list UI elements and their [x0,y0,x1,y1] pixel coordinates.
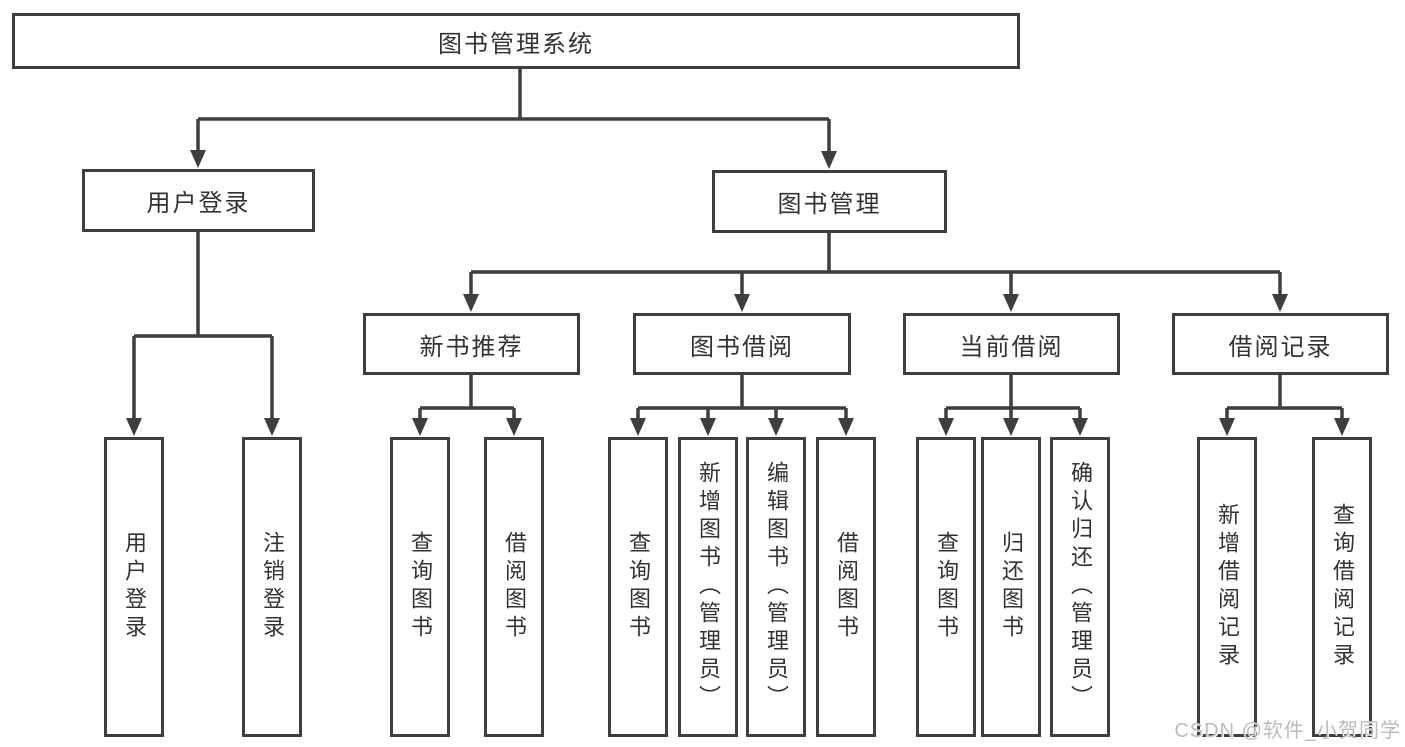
node-borrow-records: 借阅记录 [1172,313,1389,375]
connector-user-login-branch [126,232,280,436]
node-leaf-add-borrow-record: 新增借阅记录 [1197,437,1257,737]
node-leaf-logout: 注销登录 [242,437,302,737]
node-leaf-borrow-books: 借阅图书 [816,437,876,737]
arrowhead-icon [838,418,854,436]
node-leaf-confirm-return-admin: 确认归还（管理员） [1050,437,1110,737]
arrowhead-icon [768,418,784,436]
arrowhead-icon [1003,418,1019,436]
node-leaf-query-books-current: 查询图书 [916,437,976,737]
connector-root-to-level2 [190,69,837,169]
connector-records-children [1219,375,1350,436]
arrowhead-icon [821,151,837,169]
node-leaf-query-borrow-record: 查询借阅记录 [1312,437,1372,737]
node-new-book-recommend: 新书推荐 [363,313,580,375]
arrowhead-icon [1072,418,1088,436]
arrowhead-icon [264,418,280,436]
node-leaf-edit-books-admin: 编辑图书（管理员） [746,437,806,737]
arrowhead-icon [630,418,646,436]
node-current-borrow: 当前借阅 [903,313,1120,375]
arrowhead-icon [190,150,206,168]
connector-newbook-children [412,375,522,436]
arrowhead-icon [463,294,479,312]
arrowhead-icon [700,418,716,436]
node-leaf-query-books-recommend: 查询图书 [390,437,450,737]
arrowhead-icon [1272,294,1288,312]
node-leaf-borrow-books-recommend: 借阅图书 [484,437,544,737]
node-leaf-return-books: 归还图书 [981,437,1041,737]
arrowhead-icon [126,418,142,436]
csdn-watermark: CSDN @软件_小贺同学 [1174,720,1401,742]
node-leaf-user-login: 用户登录 [104,437,164,737]
arrowhead-icon [1003,294,1019,312]
connector-borrow-children [630,375,854,436]
node-leaf-query-books-borrow: 查询图书 [608,437,668,737]
node-user-login-module: 用户登录 [82,169,315,232]
node-book-borrow: 图书借阅 [633,313,851,375]
node-root-system: 图书管理系统 [12,13,1020,69]
connector-current-children [938,375,1088,436]
arrowhead-icon [1334,418,1350,436]
arrowhead-icon [412,418,428,436]
arrowhead-icon [506,418,522,436]
node-book-management-module: 图书管理 [712,170,947,233]
arrowhead-icon [1219,418,1235,436]
node-leaf-add-books-admin: 新增图书（管理员） [678,437,738,737]
arrowhead-icon [938,418,954,436]
arrowhead-icon [734,294,750,312]
connector-book-mgmt-to-groups [463,233,1288,312]
